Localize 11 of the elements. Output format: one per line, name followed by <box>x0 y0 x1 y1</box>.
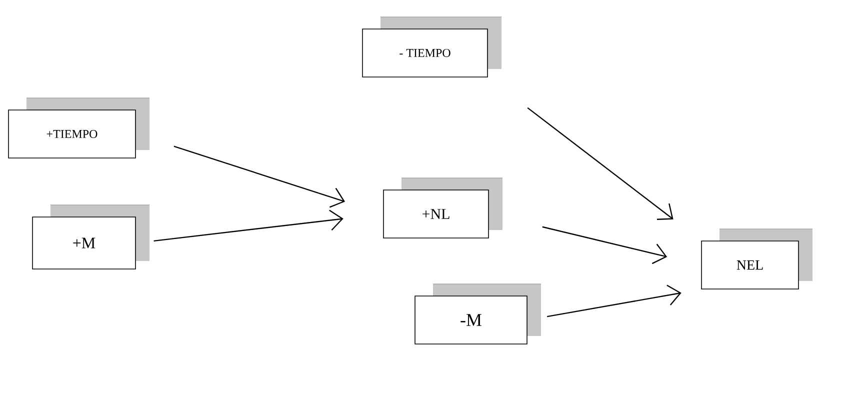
arrow <box>527 107 674 220</box>
arrow <box>547 284 682 318</box>
arrow <box>174 146 346 208</box>
stacked-card: +TIEMPO <box>8 98 150 158</box>
stacked-card: -M <box>414 284 542 344</box>
arrow <box>542 226 668 264</box>
stacked-card: +NL <box>383 178 503 238</box>
stacked-card: - TIEMPO <box>362 16 502 78</box>
stacked-card: NEL <box>701 228 813 290</box>
arrow <box>154 210 344 242</box>
stacked-card: +M <box>32 204 150 270</box>
